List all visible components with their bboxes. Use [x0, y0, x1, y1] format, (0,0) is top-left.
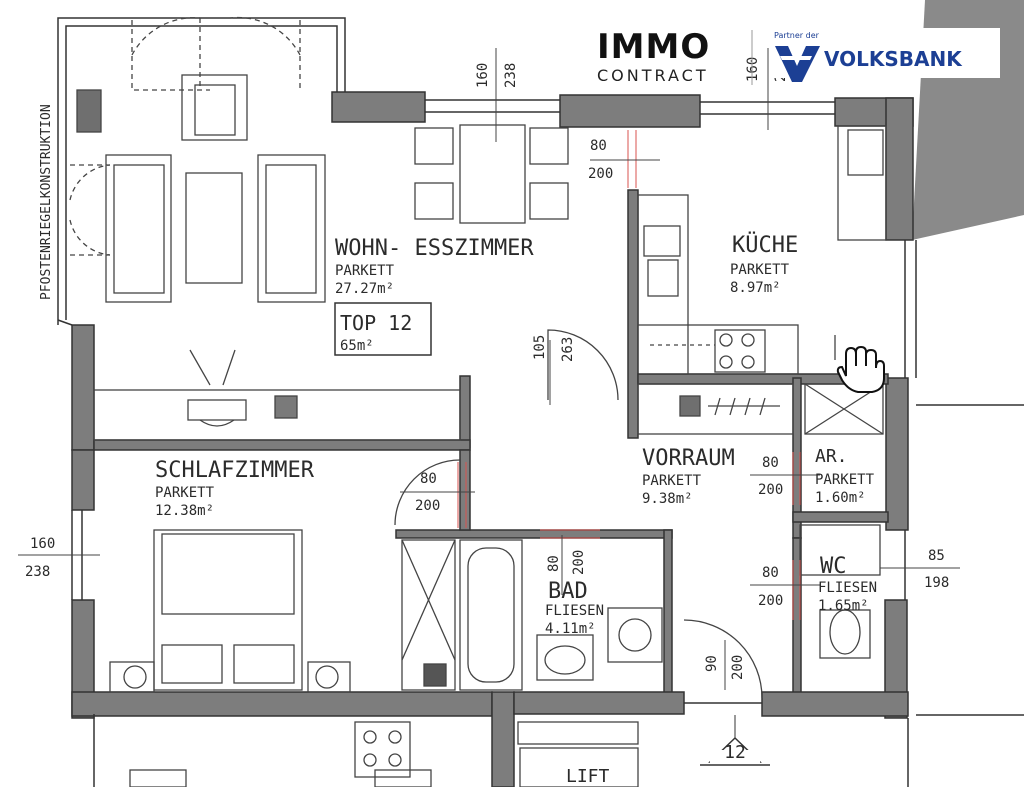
dim-door-wohn-kueche-2: 200 [588, 166, 613, 182]
dim-win-right-1: 85 [928, 548, 945, 564]
dim-door-living-1: 105 [532, 335, 548, 360]
room-wohn-name: WOHN- ESSZIMMER [335, 236, 534, 261]
dim-door-entry-1: 90 [704, 655, 720, 672]
room-wohn-area: 27.27m² [335, 281, 394, 297]
room-ar-floor: PARKETT [815, 472, 875, 488]
lift-label: LIFT [566, 766, 610, 787]
dim-door-ar-1: 80 [762, 455, 779, 471]
logo-volksbank: Partner der VOLKSBANK [770, 28, 1000, 82]
dim-door-bad-1: 80 [546, 555, 562, 572]
dim-door-bad-2: 200 [571, 550, 587, 575]
dimension-lines [18, 48, 960, 690]
room-bad-floor: FLIESEN [545, 603, 604, 619]
logo-immocontract: IMMO CONTRACT [590, 22, 735, 88]
door-markers [457, 130, 801, 620]
coffee-table [185, 172, 243, 284]
entry-number: 12 [724, 742, 746, 763]
unit-area: 65m² [340, 338, 374, 354]
room-vorraum-name: VORRAUM [642, 446, 735, 471]
dim-door-ar-2: 200 [758, 482, 783, 498]
logo-partner: Partner der [774, 31, 820, 40]
logo-bank: VOLKSBANK [824, 47, 963, 71]
sofa-right [257, 154, 326, 303]
dim-win-left-2: 238 [25, 564, 50, 580]
dim-door-entry-2: 200 [730, 655, 746, 680]
room-kueche-name: KÜCHE [732, 232, 798, 258]
dining-table [459, 124, 526, 224]
sideboard [93, 389, 461, 441]
room-kueche-floor: PARKETT [730, 262, 790, 278]
dim-win-left-1: 160 [30, 536, 55, 552]
room-wc-area: 1.65m² [818, 598, 869, 614]
dim-door-living-2: 263 [560, 337, 576, 362]
dim-win-top-b-1: 160 [745, 57, 761, 82]
washing-machine [607, 607, 663, 663]
room-bad-name: BAD [548, 579, 588, 604]
room-wc-floor: FLIESEN [818, 580, 877, 596]
logo-immo: IMMO [597, 27, 710, 67]
bed [153, 529, 303, 691]
room-wohn-floor: PARKETT [335, 263, 395, 279]
room-vorraum-floor: PARKETT [642, 473, 702, 489]
shower [401, 539, 456, 691]
dim-door-schlaf-1: 80 [420, 471, 437, 487]
volksbank-v-icon [775, 46, 820, 82]
hand-cursor-icon [836, 345, 885, 393]
room-kueche-area: 8.97m² [730, 280, 781, 296]
lift-shaft [519, 747, 639, 787]
room-vorraum-area: 9.38m² [642, 491, 693, 507]
sofa-left [105, 154, 172, 303]
wardrobe [637, 383, 794, 435]
doors [69, 16, 836, 699]
unit-box [334, 302, 432, 356]
armchair [181, 74, 248, 141]
dim-door-wc-2: 200 [758, 593, 783, 609]
room-ar-name: AR. [815, 446, 848, 467]
room-schlaf-area: 12.38m² [155, 503, 214, 519]
walls [71, 91, 914, 787]
dim-door-wc-1: 80 [762, 565, 779, 581]
bathtub [459, 539, 523, 691]
dim-win-top-a-1: 160 [475, 63, 491, 88]
kitchen-counter [637, 194, 689, 326]
unit-name: TOP 12 [340, 311, 412, 335]
entry-arrow: 12 [700, 715, 770, 766]
logo-contract: CONTRACT [597, 66, 709, 85]
room-bad-area: 4.11m² [545, 621, 596, 637]
washbasin [536, 634, 594, 681]
dim-win-right-2: 198 [924, 575, 949, 591]
room-schlaf-floor: PARKETT [155, 485, 215, 501]
dim-win-top-a-2: 238 [503, 63, 519, 88]
labels: PFOSTENRIEGELKONSTRUKTION WOHN- ESSZIMME… [25, 57, 949, 680]
room-wc-name: WC [820, 554, 847, 579]
dim-door-schlaf-2: 200 [415, 498, 440, 514]
facade-outline [57, 17, 1024, 787]
room-ar-area: 1.60m² [815, 490, 866, 506]
fridge-unit [837, 125, 887, 241]
furniture [70, 20, 887, 787]
room-schlaf-name: SCHLAFZIMMER [155, 458, 315, 483]
side-label: PFOSTENRIEGELKONSTRUKTION [39, 104, 54, 300]
pillar [76, 89, 102, 133]
wc-tank [799, 524, 881, 576]
dim-door-wohn-kueche-1: 80 [590, 138, 607, 154]
